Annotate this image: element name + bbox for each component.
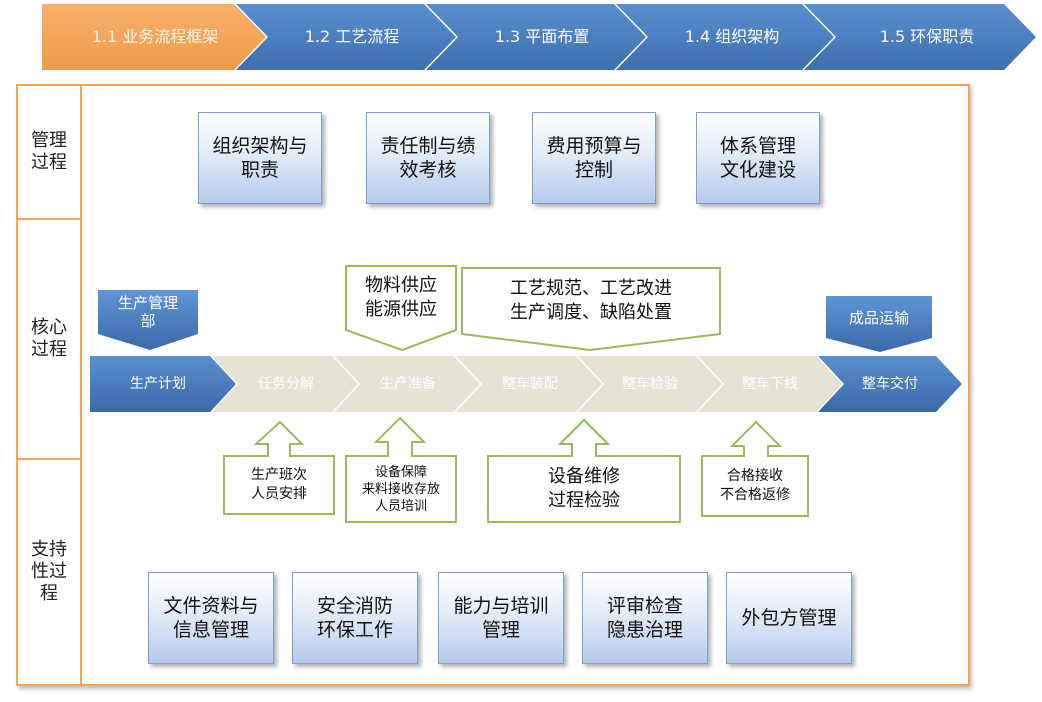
- management-box-budget: 费用预算与 控制: [532, 112, 656, 204]
- support-box-review: 评审检查 隐患治理: [582, 572, 708, 664]
- support-box-training: 能力与培训 管理: [438, 572, 564, 664]
- management-box-responsibility-label: 责任制与绩 效考核: [380, 135, 476, 181]
- process-step-1: [90, 356, 236, 412]
- management-box-org-label: 组织架构与 职责: [212, 135, 308, 181]
- input-box-4-shape: [701, 420, 809, 517]
- input-box-2-label: 设备保障 来料接收存放 人员培训: [361, 464, 440, 514]
- step-chevron-4[interactable]: [616, 4, 834, 70]
- callout-left-label: 物料供应 能源供应: [365, 275, 437, 320]
- sidebar-core-label: 核心过程: [31, 317, 67, 360]
- sidebar-support: 支持性过程: [16, 458, 82, 686]
- management-box-system: 体系管理 文化建设: [696, 112, 820, 204]
- input-box-1-shape: [223, 420, 335, 515]
- process-step-4: [456, 356, 602, 412]
- support-box-training-label: 能力与培训 管理: [453, 595, 549, 641]
- support-box-safety-label: 安全消防 环保工作: [316, 595, 393, 641]
- sidebar-management-label: 管理过程: [31, 130, 67, 173]
- process-step-3: [334, 356, 480, 412]
- step-chevron-1[interactable]: [42, 4, 266, 70]
- step-navigation: [42, 4, 1036, 70]
- step-label-5: 1.5 环保职责: [879, 27, 975, 46]
- input-box-4-label: 合格接收 不合格返修: [720, 468, 790, 503]
- support-box-outsourcing-label: 外包方管理: [741, 607, 837, 629]
- support-box-documents-label: 文件资料与 信息管理: [163, 595, 259, 641]
- process-step-4-label: 整车装配: [502, 376, 558, 392]
- step-label-3: 1.3 平面布置: [494, 27, 590, 46]
- end-badge-label: 成品运输: [848, 309, 909, 327]
- step-chevron-2[interactable]: [236, 4, 456, 70]
- step-label-2: 1.2 工艺流程: [304, 27, 400, 46]
- management-box-responsibility: 责任制与绩 效考核: [366, 112, 490, 204]
- management-box-system-label: 体系管理 文化建设: [719, 135, 796, 181]
- step-chevron-5[interactable]: [804, 4, 1036, 70]
- callout-right-label: 工艺规范、工艺改进 生产调度、缺陷处置: [510, 278, 672, 323]
- input-box-3-label: 设备维修 过程检验: [548, 466, 620, 511]
- process-step-6: [698, 356, 842, 412]
- step-label-4: 1.4 组织架构: [684, 27, 780, 46]
- process-step-7-label: 整车交付: [862, 376, 918, 392]
- process-step-1-label: 生产计划: [130, 376, 186, 392]
- sidebar-support-label: 支持性过程: [31, 539, 67, 604]
- process-step-7: [818, 356, 962, 412]
- step-chevron-3[interactable]: [426, 4, 646, 70]
- process-step-5: [578, 356, 722, 412]
- callout-right-shape: [461, 267, 721, 352]
- process-step-5-label: 整车检验: [622, 376, 678, 392]
- end-badge-shape: [826, 296, 932, 352]
- process-step-6-label: 整车下线: [742, 376, 798, 392]
- input-box-2-shape: [345, 416, 457, 523]
- support-box-review-label: 评审检查 隐患治理: [606, 595, 683, 641]
- management-box-org: 组织架构与 职责: [198, 112, 322, 204]
- step-label-1: 1.1 业务流程框架: [91, 27, 219, 46]
- start-badge-label: 生产管理 部: [117, 294, 178, 330]
- process-step-2: [212, 356, 358, 412]
- management-box-budget-label: 费用预算与 控制: [546, 135, 642, 181]
- support-box-safety: 安全消防 环保工作: [292, 572, 418, 664]
- input-box-1-label: 生产班次 人员安排: [251, 467, 307, 502]
- process-step-2-label: 任务分解: [258, 376, 314, 392]
- start-badge-shape: [98, 290, 198, 350]
- process-step-3-label: 生产准备: [380, 376, 436, 392]
- support-box-outsourcing: 外包方管理: [726, 572, 852, 664]
- sidebar-core: 核心过程: [16, 218, 82, 460]
- support-box-documents: 文件资料与 信息管理: [148, 572, 274, 664]
- input-box-3-shape: [487, 418, 681, 523]
- callout-left-shape: [345, 265, 457, 352]
